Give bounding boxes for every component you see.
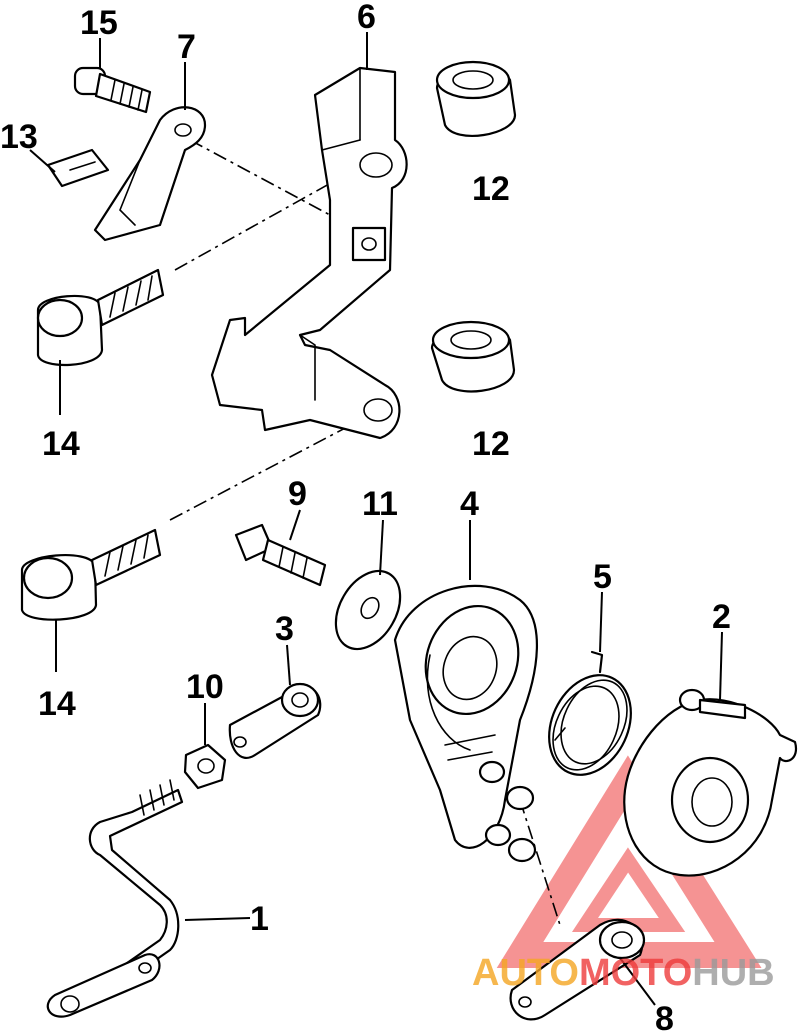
callout-9: 9 — [288, 475, 307, 513]
callout-3: 3 — [275, 610, 294, 648]
watermark-text: AUTOMOTOHUB — [472, 952, 775, 994]
watermark-auto: AUTO — [472, 952, 579, 994]
part-3-ball-joint — [228, 682, 322, 759]
part-15-bolt — [73, 66, 152, 114]
callout-14-top: 14 — [42, 425, 80, 463]
part-13-clip — [46, 148, 110, 188]
callout-7: 7 — [177, 28, 196, 66]
svg-text:AUTOMOTOHUB: AUTOMOTOHUB — [472, 952, 775, 994]
callout-2: 2 — [712, 598, 731, 636]
callout-labels: 15 7 6 13 12 14 12 9 11 4 5 3 2 10 14 1 … — [0, 0, 731, 1033]
part-14-bolt-bottom — [20, 528, 162, 621]
part-11-washer — [334, 569, 402, 651]
part-9-bolt — [234, 523, 327, 587]
part-4-lever — [393, 584, 538, 863]
part-6-bracket — [210, 66, 408, 440]
callout-12-top: 12 — [472, 170, 510, 208]
part-5-spring — [548, 650, 632, 776]
callout-5: 5 — [593, 558, 612, 596]
callout-14-bottom: 14 — [38, 685, 76, 723]
watermark-moto: MOTO — [579, 952, 692, 994]
leader-lines — [29, 32, 723, 1006]
callout-8: 8 — [655, 1000, 674, 1033]
part-14-bolt-top — [36, 268, 165, 367]
part-12-bushing-bottom — [430, 320, 516, 393]
callout-4: 4 — [460, 485, 479, 523]
callout-6: 6 — [357, 0, 376, 36]
part-1-rod — [46, 779, 184, 1018]
part-7-plate — [93, 106, 207, 242]
callout-15: 15 — [80, 4, 118, 42]
watermark-hub: HUB — [692, 952, 774, 994]
callout-12-bottom: 12 — [472, 425, 510, 463]
assembly-lines — [169, 139, 561, 926]
callout-13: 13 — [0, 118, 38, 156]
part-12-bushing-top — [435, 60, 517, 137]
callout-11: 11 — [362, 485, 398, 523]
part-8-ball-joint — [509, 918, 646, 1021]
callout-1: 1 — [250, 900, 269, 938]
part-10-nut — [183, 743, 227, 790]
part-2-cam-plate — [623, 688, 798, 877]
callout-10: 10 — [186, 668, 224, 706]
